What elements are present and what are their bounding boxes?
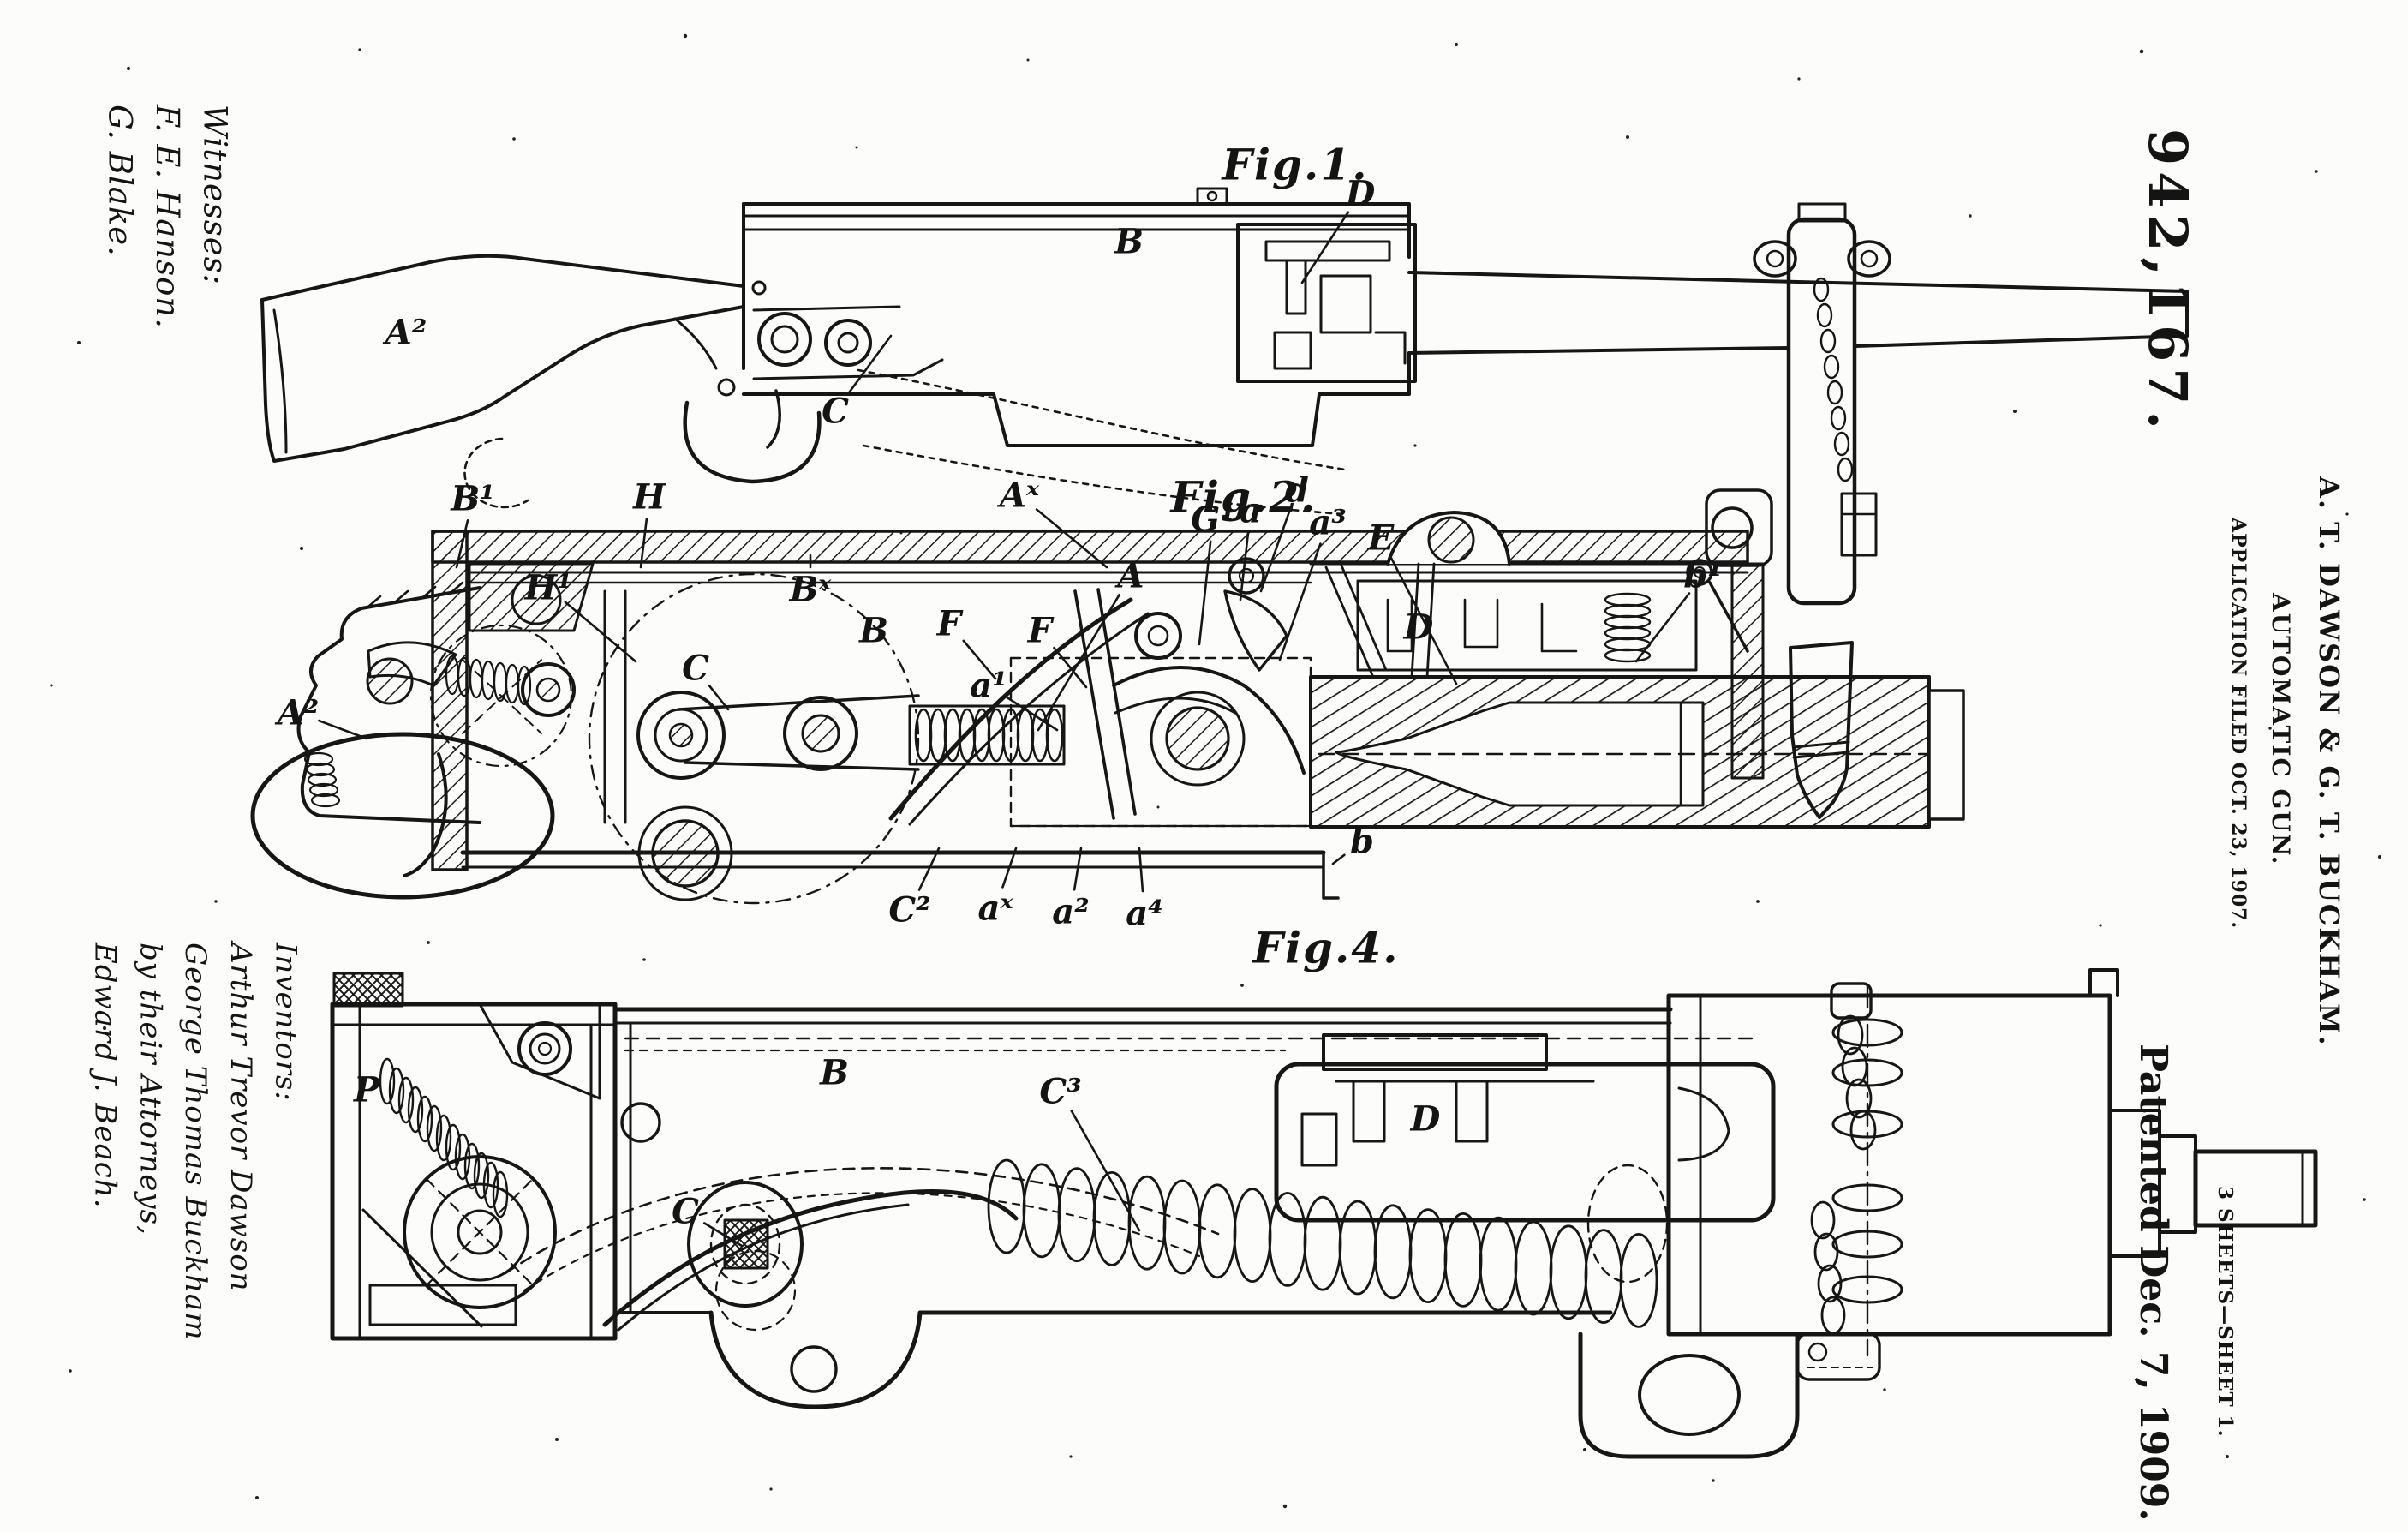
fig4-part-label-3: C [672, 1191, 699, 1232]
fig2-part-label-14: d [1285, 470, 1309, 511]
inventors-heading: Inventors: [268, 943, 303, 1102]
patent-number: 942,167. [2136, 129, 2199, 436]
fig1-label: Fig.1. [1222, 139, 1369, 190]
patent-title: AUTOMATIC GUN. [2267, 593, 2295, 866]
figure-1-drawing [260, 187, 2189, 819]
fig4-label: Fig.4. [1252, 922, 1400, 973]
fig1-part-label-3: D [1345, 173, 1376, 214]
fig1-part-label-0: A² [385, 312, 427, 353]
fig2-part-label-2: H¹ [524, 567, 572, 608]
witness-signature: F. E. Hanson. [149, 105, 186, 329]
fig2-part-label-19: b [1350, 821, 1374, 862]
figure-2-drawing [250, 511, 1965, 905]
fig2-part-label-21: aˣ [977, 888, 1013, 929]
fig2-part-label-10: F [1027, 610, 1053, 651]
fig4-part-label-2: C³ [1039, 1071, 1082, 1112]
fig4-part-label-0: P [353, 1069, 380, 1110]
fig2-part-label-13: a [1240, 490, 1262, 531]
fig2-part-label-8: A [1117, 555, 1144, 596]
fig2-part-label-16: E [1367, 518, 1395, 559]
patented-date-line: Patented Dec. 7, 1909. [2131, 1044, 2175, 1522]
fig4-part-label-4: D [1410, 1098, 1441, 1140]
witnesses-signature-block: Witnesses: F. E. Hanson. G. Blake. [96, 105, 239, 329]
fig2-part-label-1: H [633, 476, 666, 518]
fig1-part-label-1: B [1114, 221, 1144, 262]
fig2-part-label-20: C² [888, 889, 931, 931]
fig4-part-label-1: B [820, 1052, 849, 1093]
witness-signature: G. Blake. [101, 105, 139, 257]
attorney-line: by their Attorneys, [133, 943, 168, 1236]
fig2-part-label-15: a³ [1309, 502, 1347, 543]
fig2-label: Fig.2. [1170, 471, 1318, 523]
fig2-part-label-17: D [1403, 607, 1434, 648]
fig2-part-label-23: a⁴ [1126, 893, 1163, 934]
inventors-signature-block: Inventors: Arthur Trevor Dawson George T… [82, 943, 308, 1340]
fig2-part-label-3: Bˣ [789, 569, 832, 610]
fig2-part-label-6: A² [277, 692, 320, 733]
fig2-part-label-22: a² [1052, 891, 1090, 932]
inventor-signature: George Thomas Buckham [178, 943, 213, 1341]
figure-4-drawing [330, 968, 2318, 1459]
fig2-part-label-11: a¹ [970, 665, 1007, 706]
application-filed-line: APPLICATION FILED OCT. 23, 1907. [2227, 518, 2250, 930]
attorney-signature: Edward J. Beach. [87, 943, 122, 1209]
sheet-count-line: 3 SHEETS—SHEET 1. [2214, 1186, 2237, 1438]
inventor-signature: Arthur Trevor Dawson [223, 943, 258, 1292]
fig2-part-label-18: b¹ [1683, 555, 1723, 596]
fig2-part-label-4: B [859, 610, 888, 651]
fig2-part-label-9: F [936, 603, 962, 644]
witnesses-heading: Witnesses: [196, 105, 234, 286]
label-leader-lines [318, 211, 1691, 1248]
inventor-names-line: A. T. DAWSON & G. T. BUCKHAM. [2313, 476, 2345, 1047]
fig2-part-label-12: G¹ [1191, 499, 1235, 540]
scan-speckles [50, 33, 2381, 1509]
fig2-part-label-0: B¹ [451, 478, 495, 519]
fig2-part-label-5: C [682, 648, 709, 689]
fig2-part-label-7: Aˣ [999, 475, 1040, 516]
fig1-part-label-2: C [822, 391, 849, 432]
